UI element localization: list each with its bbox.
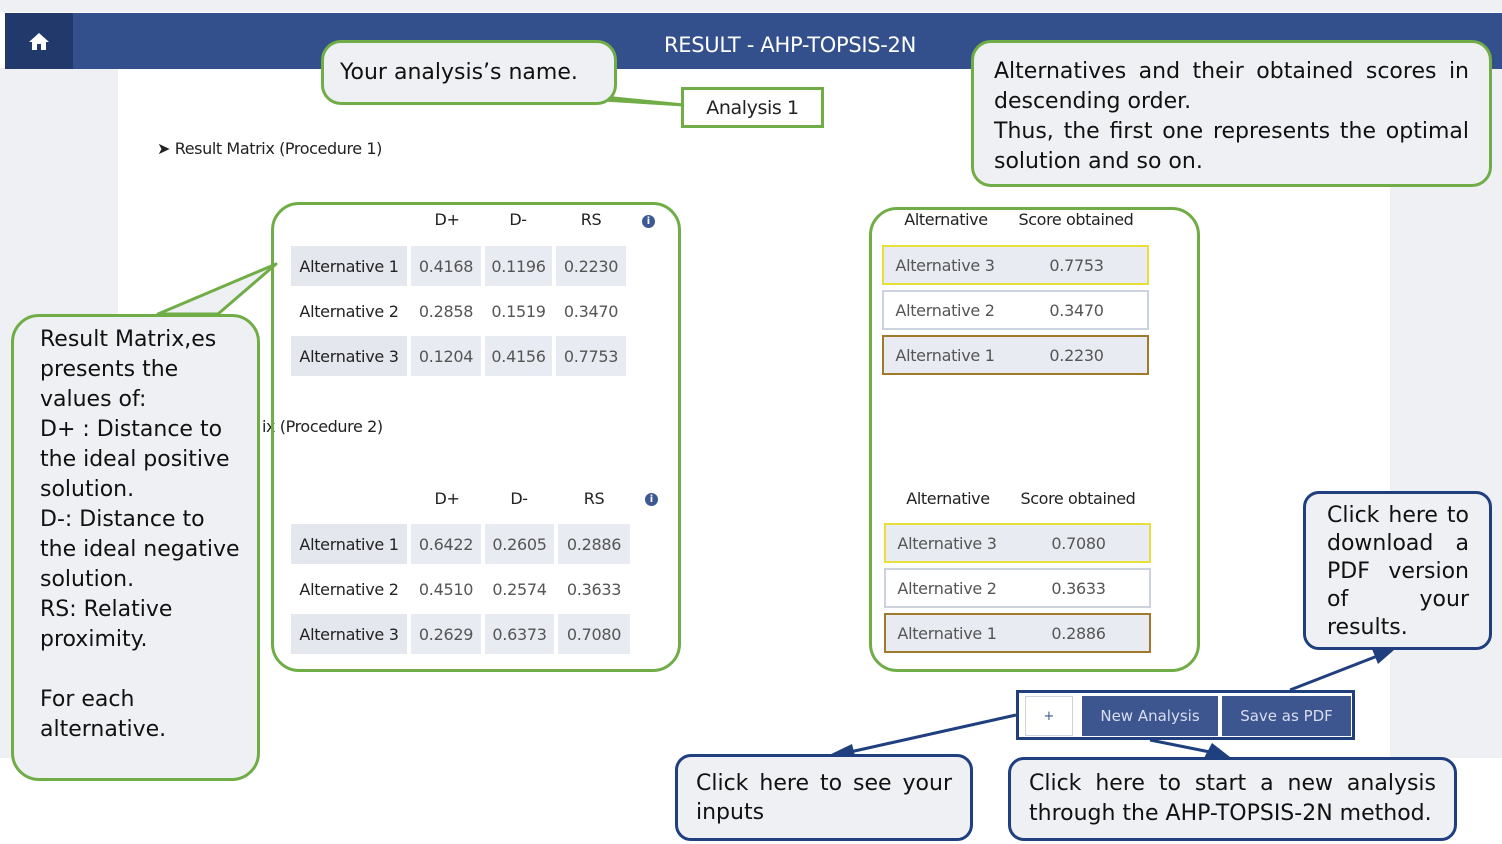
matrix-cell: 0.3633 [558, 569, 630, 609]
button-group-highlight [1016, 690, 1355, 740]
column-header-rs: RS [580, 210, 602, 229]
ranking-header-score: Score obtained [1020, 489, 1136, 508]
column-header-dplus: D+ [434, 210, 460, 229]
ranking-score: 0.3470 [1006, 290, 1149, 330]
ranking-alternative: Alternative 2 [884, 568, 1008, 608]
matrix-cell: 0.6422 [411, 524, 481, 564]
matrix-highlight [271, 202, 681, 672]
matrix-row-label: Alternative 3 [291, 614, 407, 654]
matrix-cell: 0.1204 [411, 336, 481, 376]
matrix-cell: 0.7753 [556, 336, 626, 376]
ranking-header-score: Score obtained [1018, 210, 1134, 229]
matrix-row-label: Alternative 2 [291, 291, 407, 331]
column-header-rs: RS [583, 489, 605, 508]
top-strip [0, 0, 1502, 12]
ranking-alternative: Alternative 2 [882, 290, 1006, 330]
matrix-cell: 0.7080 [558, 614, 630, 654]
matrix-cell: 0.3470 [556, 291, 626, 331]
section-title-procedure-2: ix (Procedure 2) [262, 417, 383, 436]
ranking-alternative: Alternative 1 [882, 335, 1006, 375]
matrix-row-label: Alternative 3 [291, 336, 407, 376]
callout-show-inputs: Click here to see your inputs [675, 754, 973, 841]
matrix-row-label: Alternative 1 [291, 246, 407, 286]
ranking-header-alternative: Alternative [906, 489, 990, 508]
callout-matrix: Result Matrix,es presents the values of:… [11, 314, 260, 781]
home-icon [29, 33, 49, 50]
callout-ranking: Alternatives and their obtained scores i… [971, 40, 1492, 187]
matrix-cell: 0.2886 [558, 524, 630, 564]
page-title: RESULT - AHP-TOPSIS-2N [663, 33, 917, 57]
arrow-right-icon: ➤ [157, 139, 171, 158]
matrix-cell: 0.4510 [411, 569, 481, 609]
column-header-dminus: D- [510, 489, 528, 508]
matrix-cell: 0.1519 [485, 291, 552, 331]
home-button[interactable] [5, 13, 73, 69]
matrix-cell: 0.1196 [485, 246, 552, 286]
matrix-cell: 0.6373 [485, 614, 554, 654]
ranking-score: 0.3633 [1008, 568, 1151, 608]
column-header-dminus: D- [509, 210, 527, 229]
matrix-cell: 0.2230 [556, 246, 626, 286]
callout-new-analysis: Click here to start a new analysis throu… [1008, 757, 1457, 841]
show-inputs-button[interactable]: + [1025, 696, 1073, 736]
matrix-cell: 0.4156 [485, 336, 552, 376]
matrix-cell: 0.4168 [411, 246, 481, 286]
ranking-header-alternative: Alternative [904, 210, 988, 229]
ranking-score: 0.7080 [1008, 523, 1151, 563]
column-header-dplus: D+ [434, 489, 460, 508]
callout-analysis-name: Your analysis’s name. [321, 40, 617, 105]
ranking-score: 0.2230 [1006, 335, 1149, 375]
info-icon[interactable]: i [645, 493, 658, 506]
callout-save-pdf: Click here to download a PDF version of … [1303, 491, 1492, 650]
ranking-alternative: Alternative 1 [884, 613, 1008, 653]
section-title-procedure-1: ➤ Result Matrix (Procedure 1) [157, 139, 383, 158]
ranking-score: 0.7753 [1006, 245, 1149, 285]
ranking-score: 0.2886 [1008, 613, 1151, 653]
matrix-row-label: Alternative 2 [291, 569, 407, 609]
matrix-cell: 0.2629 [411, 614, 481, 654]
ranking-alternative: Alternative 3 [884, 523, 1008, 563]
save-pdf-button[interactable]: Save as PDF [1222, 696, 1351, 736]
matrix-cell: 0.2858 [411, 291, 481, 331]
matrix-row-label: Alternative 1 [291, 524, 407, 564]
analysis-name-label: Analysis 1 [681, 87, 824, 128]
matrix-cell: 0.2574 [485, 569, 554, 609]
ranking-alternative: Alternative 3 [882, 245, 1006, 285]
matrix-cell: 0.2605 [485, 524, 554, 564]
new-analysis-button[interactable]: New Analysis [1082, 696, 1218, 736]
info-icon[interactable]: i [642, 215, 655, 228]
ranking-highlight [869, 207, 1200, 672]
